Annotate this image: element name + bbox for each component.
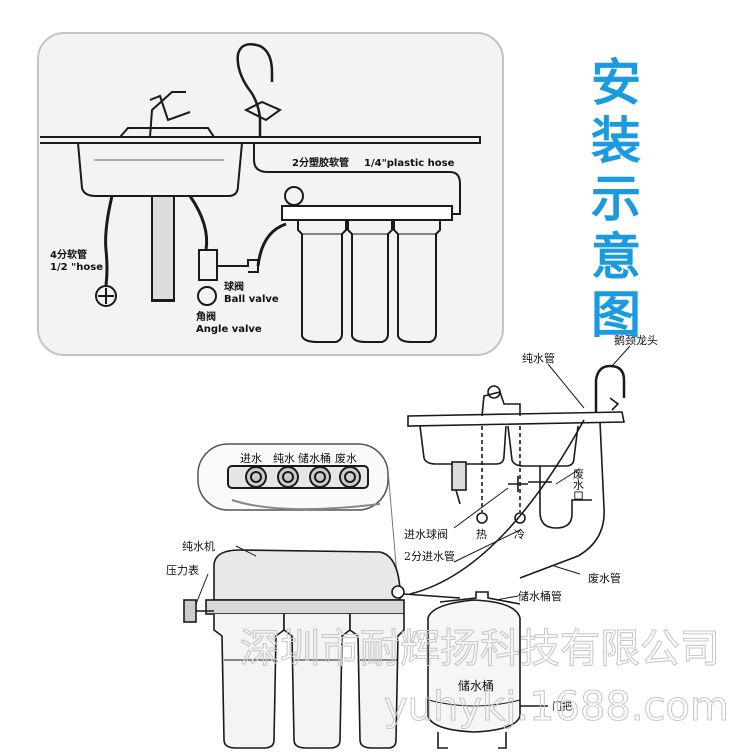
watermark-company: 深圳市耐辉扬科技有限公司 <box>240 626 720 672</box>
label-hose-12-cn: 4分软管 <box>50 248 87 261</box>
label-storage-tank: 储水桶 <box>458 678 494 693</box>
title-char-3: 示 <box>591 170 641 228</box>
label-gooseneck-faucet: 鹅颈龙头 <box>614 333 658 347</box>
label-pressure-gauge: 压力表 <box>166 563 199 577</box>
storage-tank <box>427 591 548 749</box>
title-char-2: 装 <box>591 112 641 170</box>
label-pure-water-pipe: 纯水管 <box>522 351 555 365</box>
label-tank-valve: 门把 <box>552 700 572 713</box>
zoom-label-pure: 纯水 <box>273 452 295 465</box>
label-waste-outlet-text: 废水口 <box>572 467 585 501</box>
title-char-4: 意 <box>591 228 641 286</box>
bottom-sink <box>407 364 626 595</box>
ro-machine <box>183 549 461 749</box>
label-hose-14-cn: 2分塑胶软管 <box>292 156 349 169</box>
label-ball-valve-en: Ball valve <box>224 294 279 305</box>
label-angle-valve-en: Angle valve <box>196 324 262 335</box>
title-char-5: 图 <box>591 286 641 344</box>
zoom-label-inlet: 进水 <box>240 452 262 465</box>
label-ro-machine: 纯水机 <box>182 539 215 553</box>
label-waste-pipe: 废水管 <box>588 571 621 585</box>
top-sink <box>40 43 481 343</box>
zoom-ports <box>227 465 399 589</box>
label-cold: 冷 <box>514 528 525 541</box>
leader-lines <box>195 345 631 605</box>
label-waste-outlet: 废水口 <box>572 467 585 501</box>
label-hose-14-en: 1/4"plastic hose <box>364 158 455 169</box>
label-inlet-pipe: 2分进水管 <box>404 549 455 563</box>
label-angle-valve-cn: 角阀 <box>196 310 216 323</box>
zoom-label-tank: 储水桶 <box>298 451 331 465</box>
label-tank-pipe: 储水桶管 <box>518 589 562 603</box>
zoom-label-waste: 废水 <box>335 451 357 465</box>
watermark-url: yuhykj.1688.com <box>384 684 729 730</box>
label-hose-12-en: 1/2 "hose <box>50 262 103 273</box>
label-inlet-ball-valve: 进水球阀 <box>404 527 448 541</box>
label-hot: 热 <box>476 528 487 541</box>
title-char-1: 安 <box>591 54 641 112</box>
label-ball-valve-cn: 球阀 <box>224 280 244 293</box>
